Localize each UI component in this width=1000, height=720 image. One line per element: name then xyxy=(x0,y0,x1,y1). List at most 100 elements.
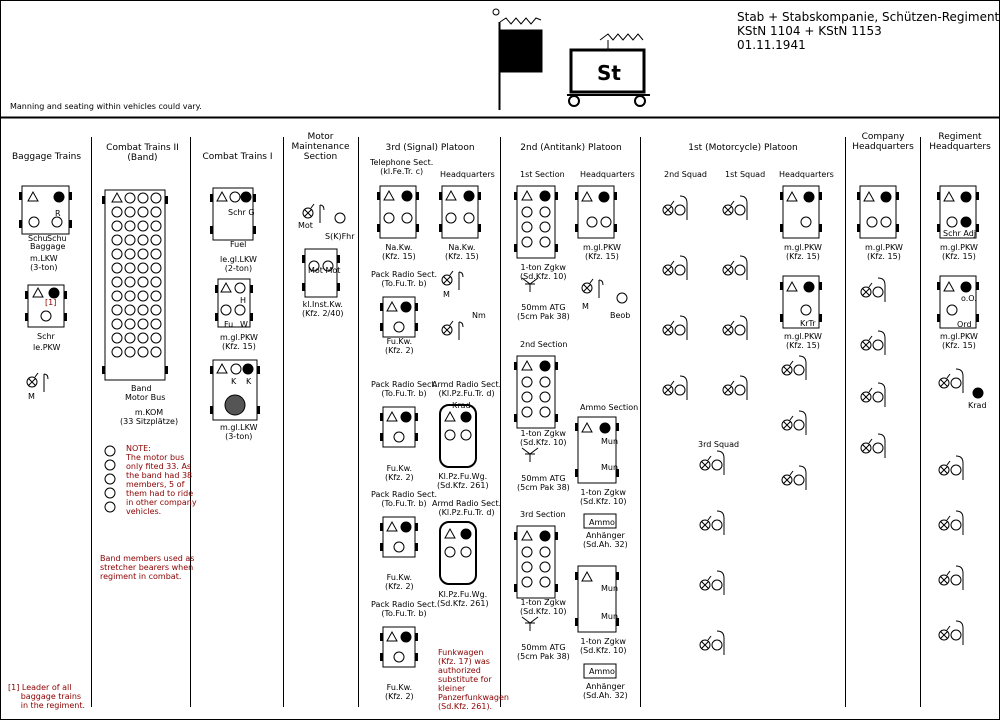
motorcycle-icon xyxy=(711,630,725,656)
rifle-icon xyxy=(458,271,464,291)
wheel xyxy=(555,244,558,252)
seat-icon xyxy=(616,292,628,304)
seat-icon xyxy=(220,304,232,316)
label-fuel: Fuel xyxy=(230,240,247,249)
col-regiment-hq: Regiment Headquarters xyxy=(929,132,991,152)
wheel xyxy=(555,362,558,370)
motorcycle-icon xyxy=(674,195,688,221)
label-fukw-4: Fu.Kw. (Kfz. 2) xyxy=(385,683,414,701)
seat-icon xyxy=(586,216,598,228)
wheel xyxy=(415,323,418,331)
label-fukw-2: Fu.Kw. (Kfz. 2) xyxy=(385,464,414,482)
bus-seat-icon xyxy=(137,192,149,204)
label-1st-section: 1st Section xyxy=(520,170,565,179)
seat-icon xyxy=(946,304,958,316)
rider-icon xyxy=(938,515,951,531)
vehicle-box xyxy=(782,185,820,239)
rider-icon xyxy=(860,282,873,298)
wheel xyxy=(514,244,517,252)
seat-icon xyxy=(334,212,346,224)
label-armdradio-1: Armd Radio Sect. (Kl.Pz.Fu.Tr. d) xyxy=(432,380,502,398)
wheel xyxy=(514,414,517,422)
label-nm: Nm xyxy=(472,311,486,320)
label-3rd-squad: 3rd Squad xyxy=(698,440,740,449)
note-funkwagen: Funkwagen (Kfz. 17) was authorized subst… xyxy=(438,648,509,711)
bus-seat-icon xyxy=(111,220,123,232)
rider-icon xyxy=(781,470,794,486)
label-schu: Schu xyxy=(28,234,48,243)
wheel xyxy=(415,413,418,421)
bus-seat-icon xyxy=(124,234,136,246)
label-packradio-4: Pack Radio Sect. (To.Fu.Tr. b) xyxy=(371,600,438,618)
wheel xyxy=(64,313,67,321)
label-mgllkw: m.gl.LKW (3-ton) xyxy=(220,423,258,441)
soldier-icon xyxy=(441,320,454,336)
label-hq-at: Headquarters xyxy=(580,170,635,179)
seat-icon xyxy=(234,304,246,316)
antitank-gun-icon xyxy=(521,616,539,631)
seat-icon xyxy=(393,651,405,663)
wheel xyxy=(819,282,822,290)
label-mun-4: Mun xyxy=(601,612,619,621)
rider-icon xyxy=(722,260,735,276)
wheel xyxy=(380,433,383,441)
bus-seat-icon xyxy=(150,234,162,246)
wheel xyxy=(514,192,517,200)
label-lelkw: le.gl.LKW (2-ton) xyxy=(220,255,257,273)
label-h: H xyxy=(240,296,247,305)
bus-seat-icon xyxy=(150,206,162,218)
wheel xyxy=(555,414,558,422)
label-footnote-ref: [1] xyxy=(45,298,57,307)
wheel xyxy=(102,366,105,374)
wheel xyxy=(415,433,418,441)
extra-member-icon xyxy=(104,501,116,513)
seat-icon xyxy=(539,576,551,588)
motorcycle-icon xyxy=(950,368,964,394)
wheel xyxy=(102,196,105,204)
label-packradio-1: Pack Radio Sect. (To.Fu.Tr. b) xyxy=(371,270,438,288)
seat-icon xyxy=(521,376,533,388)
wheel xyxy=(555,192,558,200)
seat-icon xyxy=(539,561,551,573)
staff-company-icon xyxy=(567,33,650,107)
wheel xyxy=(976,224,979,232)
seat-icon xyxy=(946,216,958,228)
leader-seat-icon xyxy=(53,191,65,203)
wheel xyxy=(616,423,619,431)
label-telsect: Telephone Sect. (kl.Fe.Tr. c) xyxy=(370,158,434,176)
rider-icon xyxy=(722,200,735,216)
bus-seat-icon xyxy=(137,206,149,218)
label-fu: Fu xyxy=(224,320,234,329)
motorcycle-icon xyxy=(734,255,748,281)
bus-seat-icon xyxy=(137,304,149,316)
leader-seat-icon xyxy=(539,190,551,202)
rider-icon xyxy=(860,335,873,351)
label-mglpkw-reg-2: m.gl.PKW (Kfz. 15) xyxy=(940,332,978,350)
seat-icon xyxy=(880,216,892,228)
label-ammo-box-2: Ammo xyxy=(589,667,615,676)
wheel xyxy=(575,192,578,200)
seat-icon xyxy=(539,206,551,218)
leader-seat-icon xyxy=(539,360,551,372)
label-mglpkw-co: m.gl.PKW (Kfz. 15) xyxy=(865,243,903,261)
wheel xyxy=(616,572,619,580)
motorcycle-icon xyxy=(711,510,725,536)
wheel xyxy=(896,224,899,232)
bus-seat-icon xyxy=(150,262,162,274)
label-m-at: M xyxy=(582,302,589,311)
wheel xyxy=(377,224,380,232)
label-packradio-2: Pack Radio Sect. (To.Fu.Tr. b) xyxy=(371,380,438,398)
vehicle-box xyxy=(939,185,977,239)
label-mglpkw-reg-1: m.gl.PKW (Kfz. 15) xyxy=(940,243,978,261)
wheel xyxy=(439,192,442,200)
leader-seat-icon xyxy=(598,191,610,203)
wheel xyxy=(302,255,305,263)
wheel xyxy=(857,224,860,232)
wheel xyxy=(250,313,253,321)
wheel xyxy=(337,255,340,263)
wheel xyxy=(937,192,940,200)
wheel xyxy=(555,532,558,540)
seat-icon xyxy=(383,212,395,224)
wheel xyxy=(210,366,213,374)
motorcycle-icon xyxy=(734,315,748,341)
